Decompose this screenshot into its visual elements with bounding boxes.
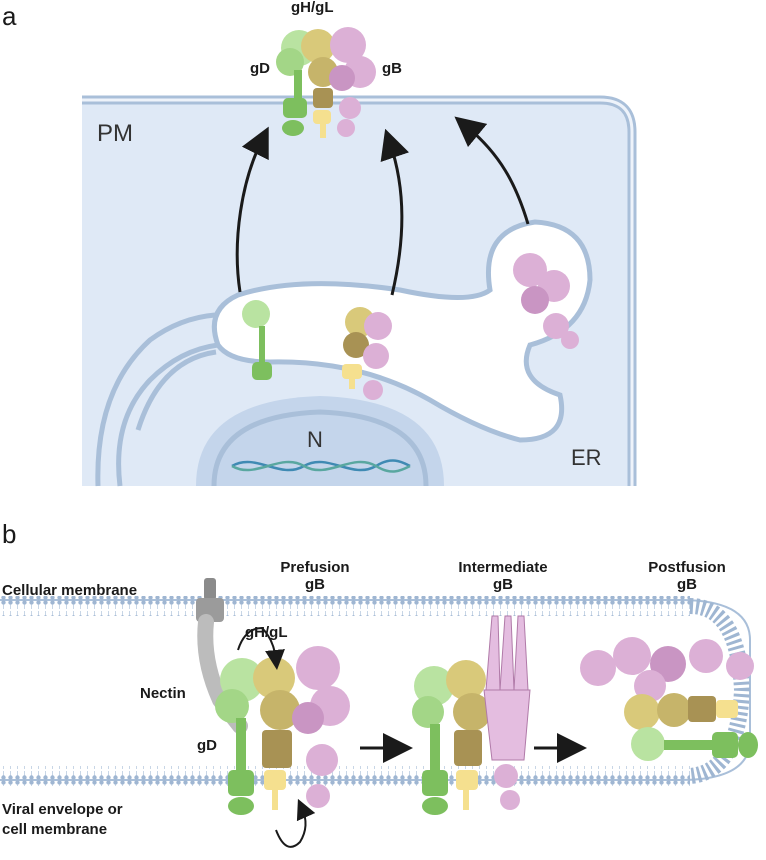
panel-b-letter: b [2, 519, 17, 549]
stage-intermediate-line1: Intermediate [458, 559, 548, 576]
gh-gl-label: gH/gL [291, 0, 334, 16]
stage-intermediate-title: Intermediate gB [438, 559, 568, 593]
nucleus [196, 396, 444, 487]
er-gd [242, 300, 272, 380]
prefusion-gd-label: gD [197, 737, 217, 754]
er-gh-gl-gb [342, 307, 392, 400]
panel-b-membranes [0, 596, 751, 786]
bottom-curved-arrow [275, 798, 316, 848]
gb-label: gB [382, 60, 402, 77]
prefusion-complex [215, 646, 350, 815]
er-gb [513, 253, 579, 349]
cellular-membrane-label: Cellular membrane [2, 582, 138, 599]
er-label: ER [571, 445, 602, 470]
gd-label: gD [250, 60, 270, 77]
stage-prefusion-line2: gB [305, 575, 325, 593]
stage-postfusion-title: Postfusion gB [632, 559, 742, 593]
stage-prefusion-line1: Prefusion [280, 559, 350, 576]
intermediate-complex [412, 615, 531, 815]
nectin-label: Nectin [140, 685, 186, 702]
stage-postfusion-line1: Postfusion [648, 559, 726, 576]
pm-glycoprotein-complex [276, 27, 376, 138]
stage-prefusion-title: Prefusion gB [270, 559, 360, 593]
nucleus-label: N [307, 427, 323, 452]
plasma-membrane-label: PM [97, 120, 133, 147]
viral-envelope-label-line2: cell membrane [2, 821, 108, 838]
endoplasmic-reticulum [95, 219, 593, 487]
prefusion-ghgl-label: gH/gL [245, 624, 288, 641]
stage-intermediate-line2: gB [493, 575, 513, 593]
ghgl-curved-arrow [237, 626, 285, 670]
stage-postfusion-line2: gB [677, 575, 697, 593]
viral-envelope-label-line1: Viral envelope or [2, 801, 123, 818]
transport-arrows [235, 116, 530, 296]
panel-a-letter: a [2, 1, 17, 31]
postfusion-complex [580, 637, 758, 761]
